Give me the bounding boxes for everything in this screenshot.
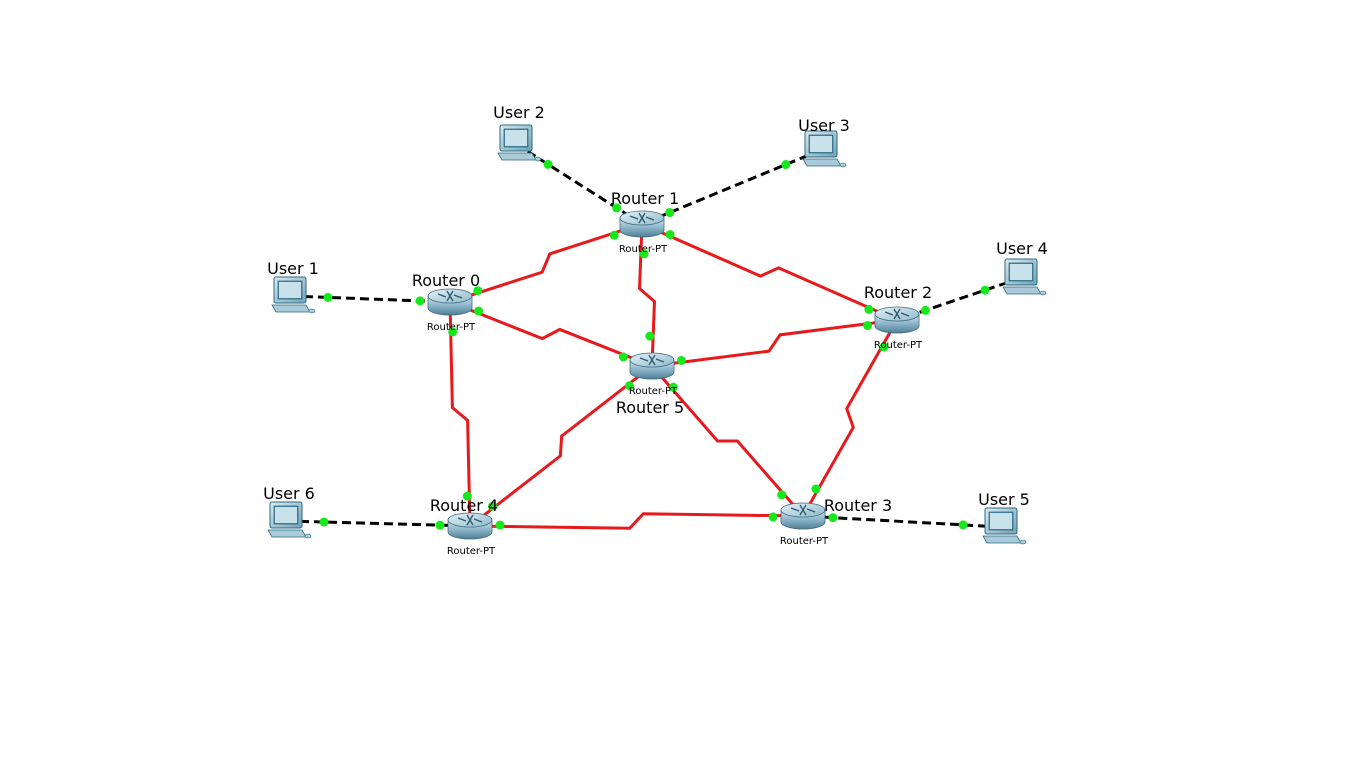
pc-icon <box>802 130 847 168</box>
link-endpoint-dot <box>828 513 838 523</box>
link-endpoint-dot <box>781 160 791 170</box>
user-pc-u5[interactable]: User 5 <box>978 490 1030 545</box>
serial-link-r5-r2[interactable] <box>651 318 898 368</box>
ethernet-link-u1-r0[interactable] <box>289 294 451 304</box>
ethernet-link-u4-r2[interactable] <box>896 276 1022 322</box>
link-endpoint-dot <box>435 520 445 530</box>
router-model-label: Router-PT <box>619 244 668 255</box>
router-r3[interactable]: Router 3 Router-PT <box>780 496 892 547</box>
user-name-label: User 5 <box>978 490 1030 509</box>
link-endpoint-dot <box>415 296 425 306</box>
router-icon <box>447 512 493 540</box>
pc-icon <box>267 501 312 539</box>
router-icon <box>874 306 920 334</box>
router-name-label: Router 1 <box>611 189 679 208</box>
link-endpoint-dot <box>474 306 484 316</box>
router-icon <box>427 288 473 316</box>
user-name-label: User 3 <box>798 116 850 135</box>
link-endpoint-dot <box>624 381 634 391</box>
router-model-label: Router-PT <box>447 546 496 557</box>
router-r4[interactable]: Router 4 Router-PT <box>430 496 498 557</box>
pc-icon <box>497 124 542 162</box>
link-endpoint-dot <box>639 249 649 259</box>
user-pc-u1[interactable]: User 1 <box>267 259 319 314</box>
ethernet-link-u2-r1[interactable] <box>515 142 643 226</box>
serial-link-r4-r3[interactable] <box>469 512 804 530</box>
link-endpoint-dot <box>668 382 678 392</box>
user-pc-u2[interactable]: User 2 <box>493 103 545 162</box>
link-endpoint-dot <box>645 331 655 341</box>
link-endpoint-dot <box>920 305 930 315</box>
pc-icon <box>1002 258 1047 296</box>
router-model-label: Router-PT <box>629 386 678 397</box>
router-icon <box>629 352 675 380</box>
link-endpoint-dot <box>879 342 889 352</box>
user-pc-u4[interactable]: User 4 <box>996 239 1048 296</box>
router-name-label: Router 4 <box>430 496 498 515</box>
link-endpoint-dot <box>488 501 498 511</box>
link-endpoint-dot <box>612 203 622 213</box>
link-endpoint-dot <box>609 230 619 240</box>
link-endpoint-dot <box>618 352 628 362</box>
link-endpoint-dot <box>980 285 990 295</box>
link-endpoint-dot <box>958 520 968 530</box>
router-model-label: Router-PT <box>780 536 829 547</box>
user-name-label: User 4 <box>996 239 1048 258</box>
link-endpoint-dot <box>473 286 483 296</box>
router-model-label: Router-PT <box>427 322 476 333</box>
router-r1[interactable]: Router 1 Router-PT <box>611 189 679 255</box>
serial-link-r5-r4[interactable] <box>469 364 653 528</box>
link-endpoint-dot <box>676 355 686 365</box>
router-model-label: Router-PT <box>874 340 923 351</box>
pc-icon <box>271 276 316 314</box>
link-endpoint-dot <box>863 321 873 331</box>
pc-icon <box>982 507 1027 545</box>
router-icon <box>780 502 826 530</box>
serial-link-r0-r1[interactable] <box>449 222 643 304</box>
user-name-label: User 1 <box>267 259 319 278</box>
link-endpoint-dot <box>768 512 778 522</box>
serial-link-r0-r4[interactable] <box>448 301 472 527</box>
serial-link-r2-r3[interactable] <box>801 319 899 517</box>
user-pc-u6[interactable]: User 6 <box>263 484 315 539</box>
router-r0[interactable]: Router 0 Router-PT <box>412 271 480 333</box>
link-endpoints-layer <box>319 159 990 530</box>
serial-link-r0-r5[interactable] <box>449 300 653 368</box>
router-name-label: Router 2 <box>864 283 932 302</box>
link-endpoint-dot <box>665 230 675 240</box>
user-pc-u3[interactable]: User 3 <box>798 116 850 168</box>
link-endpoint-dot <box>543 159 553 169</box>
ethernet-link-u5-r3[interactable] <box>802 514 1002 529</box>
ethernet-link-u6-r4[interactable] <box>285 519 471 528</box>
link-endpoint-dot <box>665 208 675 218</box>
router-icon <box>619 210 665 238</box>
link-endpoint-dot <box>495 520 505 530</box>
serial-link-r1-r2[interactable] <box>641 222 898 322</box>
user-name-label: User 6 <box>263 484 315 503</box>
router-name-label: Router 5 <box>616 398 684 417</box>
link-endpoint-dot <box>319 517 329 527</box>
link-endpoint-dot <box>448 327 458 337</box>
router-r2[interactable]: Router 2 Router-PT <box>864 283 932 351</box>
link-endpoint-dot <box>864 304 874 314</box>
link-endpoint-dot <box>777 490 787 500</box>
user-name-label: User 2 <box>493 103 545 122</box>
link-endpoint-dot <box>462 491 472 501</box>
link-endpoint-dot <box>811 484 821 494</box>
serial-link-r5-r3[interactable] <box>650 365 805 517</box>
link-endpoint-dot <box>323 292 333 302</box>
router-name-label: Router 0 <box>412 271 480 290</box>
router-name-label: Router 3 <box>824 496 892 515</box>
